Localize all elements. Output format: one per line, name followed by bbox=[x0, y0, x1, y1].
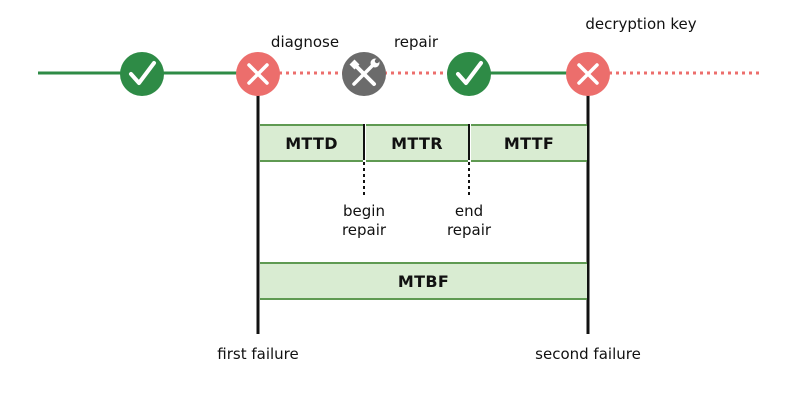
cross-icon bbox=[236, 52, 280, 96]
repair-label: repair bbox=[393, 33, 439, 51]
decryption-key-label: decryption key bbox=[585, 15, 697, 33]
cross-icon bbox=[566, 52, 610, 96]
diagnose-label: diagnose bbox=[270, 33, 340, 51]
mttf-segment: MTTF bbox=[471, 124, 587, 162]
end-repair-label: end repair bbox=[446, 202, 492, 239]
begin-repair-label: begin repair bbox=[341, 202, 387, 239]
mttr-segment: MTTR bbox=[366, 124, 468, 162]
mttd-segment: MTTD bbox=[260, 124, 363, 162]
check-icon bbox=[447, 52, 491, 96]
mtbf-segment: MTBF bbox=[260, 262, 587, 300]
first-failure-label: first failure bbox=[217, 345, 299, 363]
wrench-screwdriver-icon bbox=[342, 52, 386, 96]
check-icon bbox=[120, 52, 164, 96]
second-failure-label: second failure bbox=[535, 345, 641, 363]
